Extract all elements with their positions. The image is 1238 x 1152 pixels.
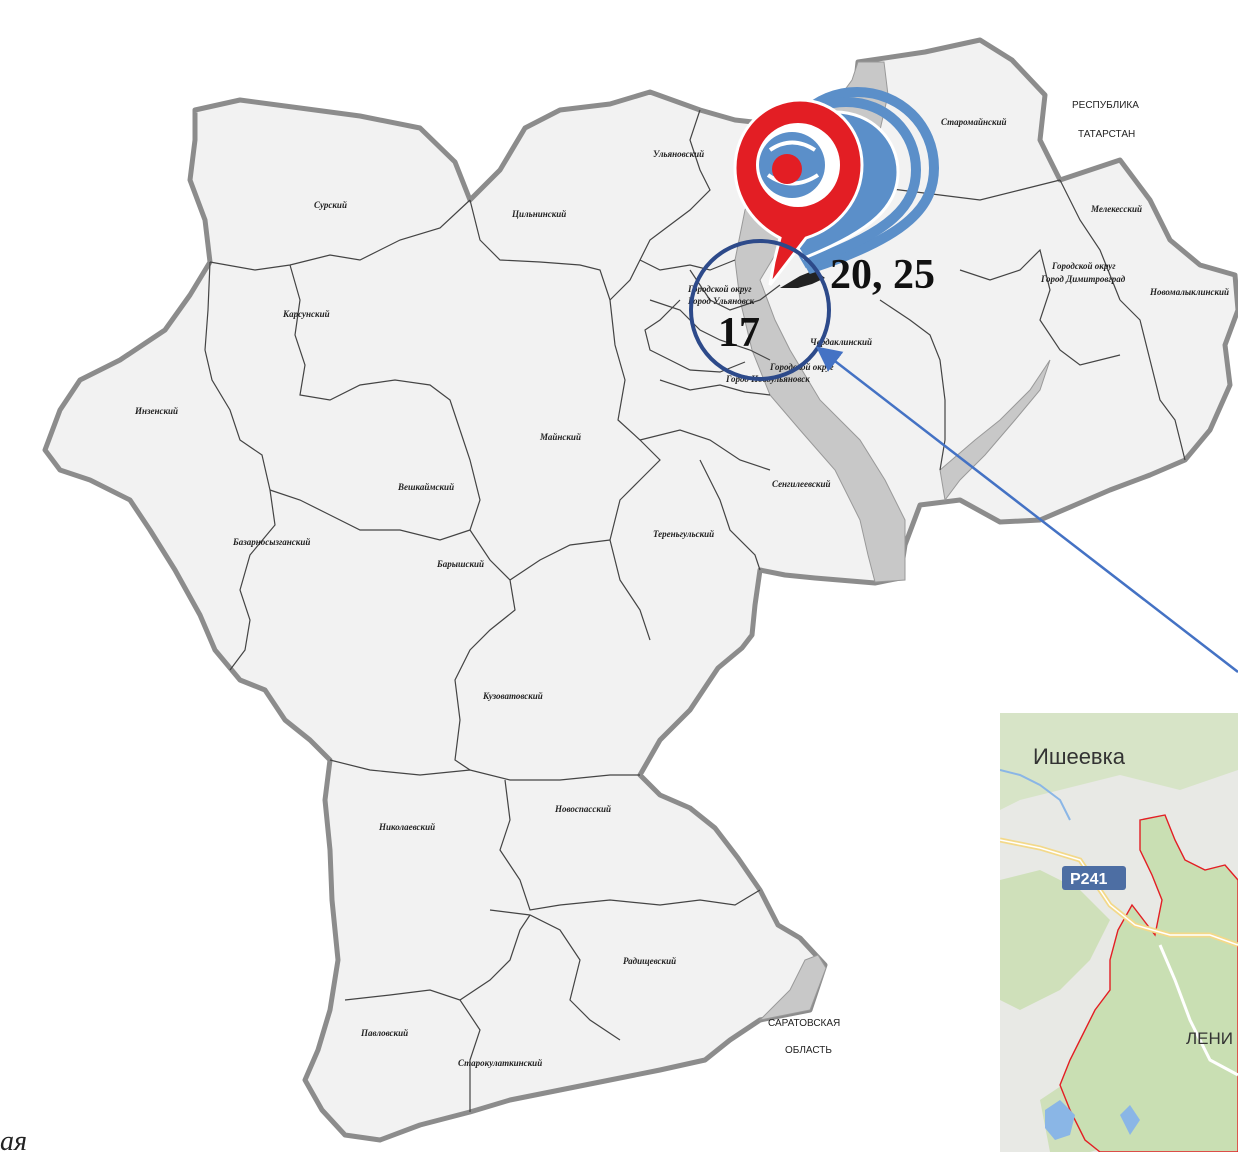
label-tatarstan-2: ТАТАРСТАН	[1078, 129, 1135, 140]
corner-text: ая	[0, 1126, 27, 1152]
label-terengulsky: Тереньгульский	[653, 529, 714, 539]
region-outline	[42, 37, 1238, 1143]
marker-label-17: 17	[718, 310, 760, 356]
label-baryshsky: Барышский	[436, 559, 484, 569]
label-tsilninsky: Цильнинский	[511, 209, 566, 219]
inset-map: Ишеевка Р241 ЛЕНИ	[1000, 713, 1238, 1152]
label-dimitrovgrad-1: Городской округ	[1051, 261, 1116, 271]
site-17-circle	[689, 239, 831, 381]
label-melekessky: Мелекесский	[1090, 204, 1142, 214]
label-staromaynsky: Старомайнский	[941, 117, 1007, 127]
label-sengileevsky: Сенгилеевский	[772, 479, 830, 489]
sura-reservoir-south	[758, 954, 827, 1021]
label-saratov-2: ОБЛАСТЬ	[785, 1045, 832, 1056]
label-radishchevsky: Радищевский	[623, 956, 676, 966]
label-pavlovsky: Павловский	[360, 1028, 408, 1038]
label-inzensky: Инзенский	[134, 406, 178, 416]
label-ulyanovsky: Ульяновский	[653, 149, 704, 159]
district-borders	[204, 109, 1186, 1112]
label-ulyanovsk-2: Город Ульяновск	[687, 296, 755, 306]
callout-arrow	[816, 346, 1238, 673]
label-dimitrovgrad-2: Город Димитровград	[1040, 274, 1126, 284]
inset-town-label: Ишеевка	[1033, 744, 1126, 769]
label-sursky: Сурский	[314, 200, 347, 210]
inset-city-label: ЛЕНИ	[1186, 1029, 1233, 1048]
label-cherdaklinsky: Чердаклинский	[810, 337, 872, 347]
label-karsunsky: Карсунский	[282, 309, 330, 319]
label-maynsky: Майнский	[539, 432, 581, 442]
label-nikolaevsky: Николаевский	[378, 822, 435, 832]
label-bazarnosyzgansky: Базарносызганский	[232, 537, 310, 547]
label-novospassky: Новоспасский	[554, 804, 611, 814]
marker-label-20-25: 20, 25	[830, 252, 935, 298]
label-kuzovatovsky: Кузоватовский	[482, 691, 543, 701]
site-outline	[780, 270, 825, 288]
label-veshkaimsky: Вешкаймский	[397, 482, 454, 492]
label-ulyanovsk-1: Городской округ	[687, 284, 752, 294]
road-shield	[1062, 866, 1126, 890]
label-starokulatkinsky: Старокулаткинский	[458, 1058, 542, 1068]
road-shield-label: Р241	[1070, 871, 1107, 888]
label-saratov-1: САРАТОВСКАЯ	[768, 1018, 840, 1029]
label-tatarstan-1: РЕСПУБЛИКА	[1072, 100, 1139, 111]
label-novomalyklinsky: Новомалыклинский	[1149, 287, 1229, 297]
red-pin-marker-icon	[733, 98, 864, 286]
cheremshan-bay	[939, 359, 1051, 502]
